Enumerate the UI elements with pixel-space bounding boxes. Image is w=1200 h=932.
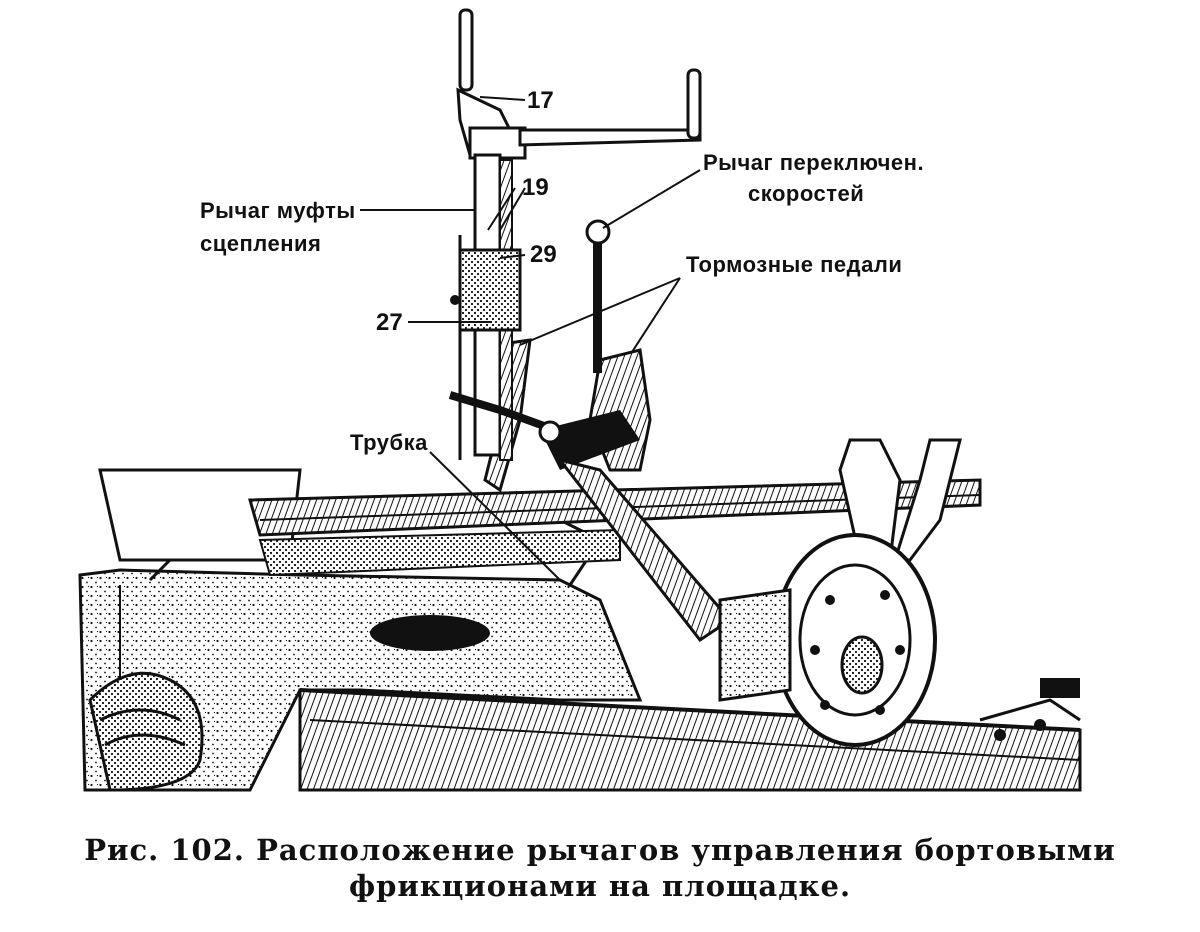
steering-lever-handle	[518, 68, 702, 147]
label-clutch-lever-line2: сцепления	[200, 231, 322, 256]
figure-caption: Рис. 102. Расположение рычагов управлени…	[60, 832, 1140, 904]
caption-line-1: Рис. 102. Расположение рычагов управлени…	[84, 833, 1116, 867]
label-19: 19	[522, 174, 549, 201]
gear-shift-lever	[585, 219, 611, 373]
label-17: 17	[527, 87, 554, 114]
label-29: 29	[530, 241, 557, 268]
caption-line-2: фрикционами на площадке.	[348, 869, 852, 903]
label-gear-lever-line2: скоростей	[748, 181, 865, 206]
mechanism-illustration	[78, 8, 1082, 792]
sprocket-left	[88, 671, 204, 792]
label-tube: Трубка	[350, 430, 428, 455]
label-brake-pedals: Тормозные педали	[686, 252, 903, 277]
track	[298, 688, 1082, 792]
label-clutch-lever-line1: Рычаг муфты	[200, 198, 356, 223]
clutch-lever-column	[448, 8, 562, 461]
leader-lines	[360, 96, 701, 581]
final-drive-disc	[718, 438, 1080, 747]
label-27: 27	[376, 309, 403, 336]
label-gear-lever-line1: Рычаг переключен.	[703, 150, 925, 175]
